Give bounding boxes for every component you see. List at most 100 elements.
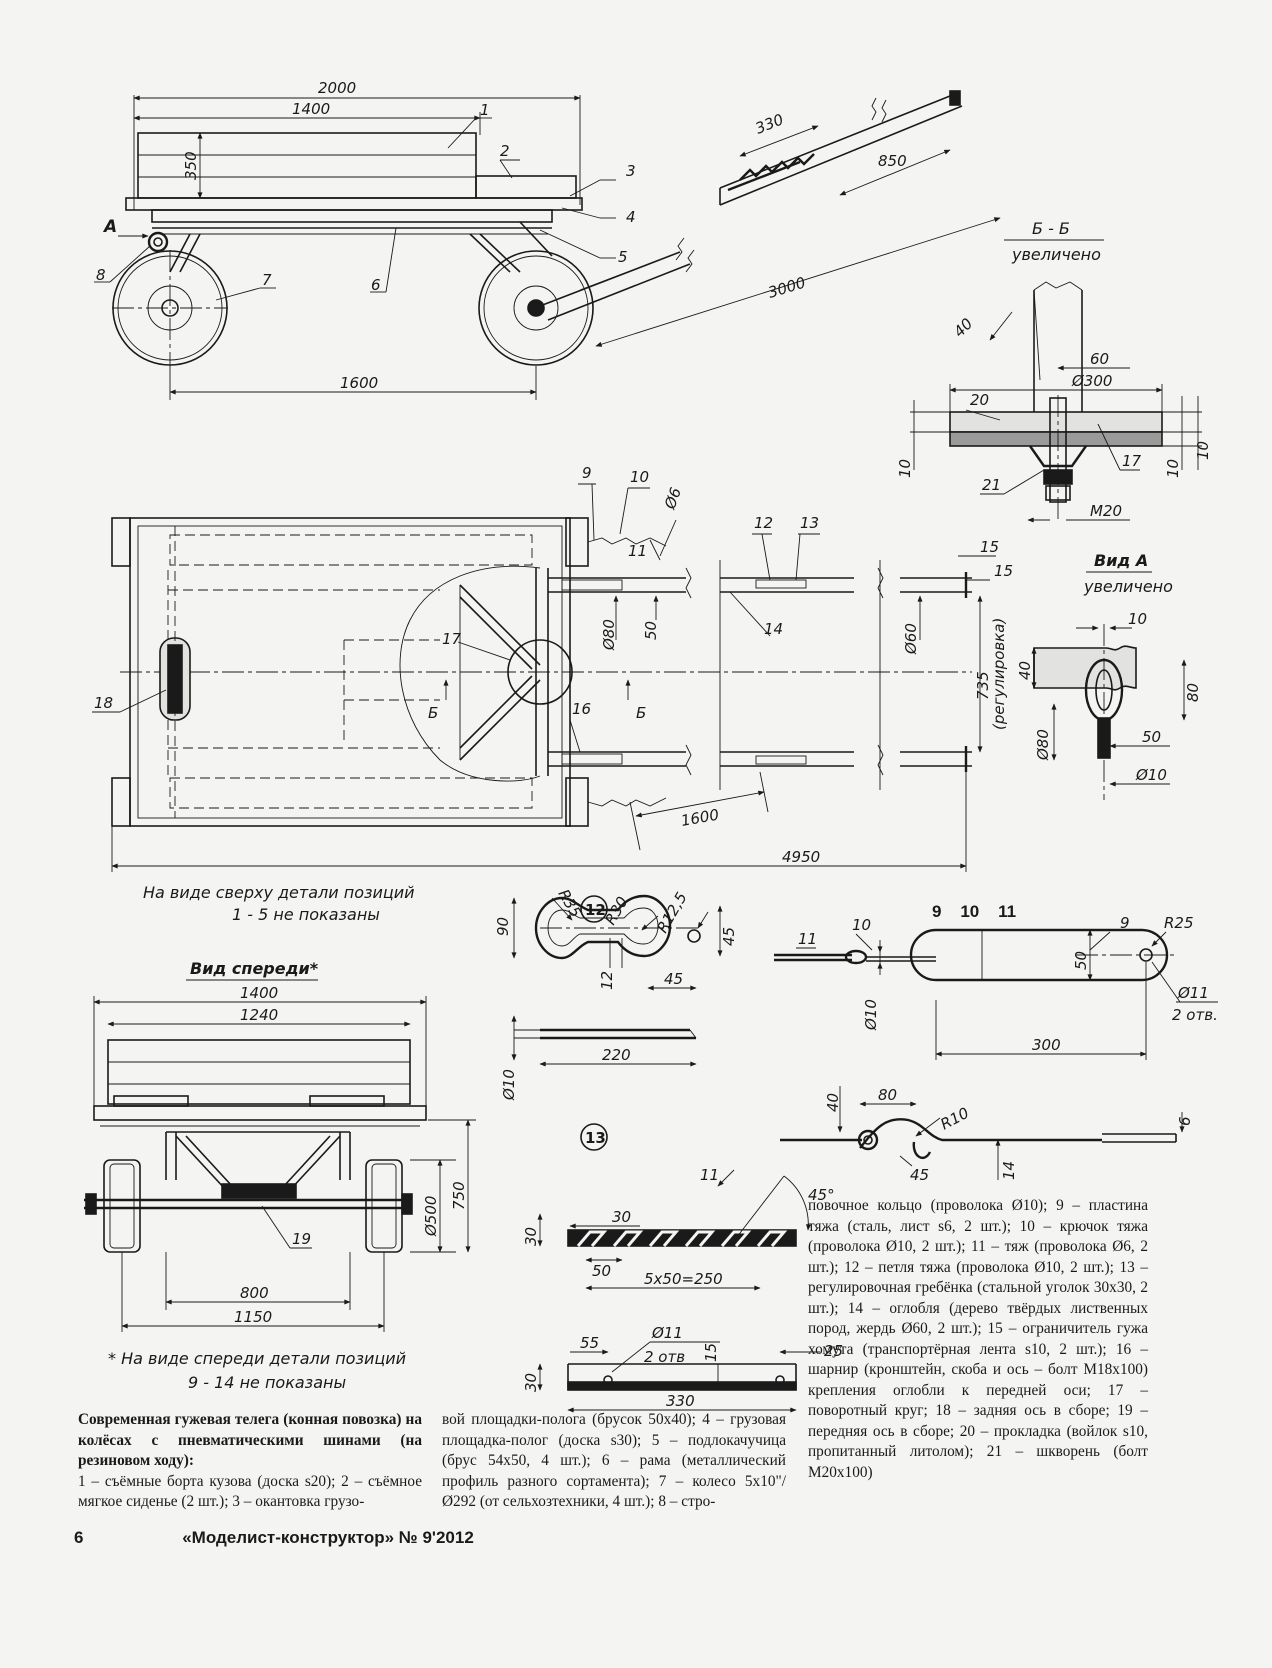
pos-5: 5: [618, 248, 628, 266]
pos-19: 19: [292, 1230, 311, 1248]
d91011-dim-d11: Ø11: [1177, 984, 1209, 1002]
detail-9-10-11: 9 10 11 11 10 9 R25 50 Ø10 300 Ø11 2 отв…: [774, 902, 1218, 1184]
section-mark-left: Б: [428, 704, 438, 722]
pos-8: 8: [96, 266, 106, 284]
caption-column-3: повочное кольцо (проволока Ø10); 9 – пла…: [808, 1196, 1148, 1483]
section-bb: Б - Б увеличено 40 60 Ø300 10 10: [896, 219, 1212, 523]
section-bb-subtitle: увеличено: [1011, 245, 1101, 264]
top-view-note-1: На виде сверху детали позиций: [143, 883, 415, 902]
caption-column-2: вой площадки-полога (брусок 50x40); 4 – …: [442, 1410, 786, 1513]
pos-17-bb: 17: [1122, 452, 1142, 470]
d91011-dim-50: 50: [1072, 951, 1090, 970]
d13-dim-11: 11: [700, 1166, 719, 1184]
top-dim-4950: 4950: [782, 848, 820, 866]
pos-10: 10: [630, 468, 649, 486]
fv-dim-800: 800: [240, 1284, 269, 1302]
va-dim-d10: Ø10: [1135, 766, 1167, 784]
fv-dim-1240: 1240: [240, 1006, 278, 1024]
detail-12: 12 90 R35 R30 R12,5 45 12 45 Ø10 220: [494, 886, 738, 1101]
d13-dim-30b: 30: [612, 1208, 631, 1226]
page-footer: 6 «Моделист-конструктор» № 9'2012: [74, 1528, 474, 1548]
d91011-r10: R10: [937, 1104, 972, 1134]
d91011-dim-45: 45: [910, 1166, 929, 1184]
d12-dim-12: 12: [598, 971, 616, 990]
d13-dim-330: 330: [666, 1392, 695, 1410]
va-dim-40: 40: [1016, 661, 1034, 680]
view-a-subtitle: увеличено: [1083, 577, 1173, 596]
detail-13: 13 11 45° 30 30 50 5x50=250 55 Ø11 2 отв…: [522, 1123, 843, 1413]
top-dim-735: 735: [974, 671, 992, 700]
d91011-dim-2otv: 2 отв.: [1172, 1006, 1218, 1024]
front-view-note-1: * На виде спереди детали позиций: [108, 1349, 406, 1368]
dim-1400: 1400: [292, 100, 330, 118]
pos-1: 1: [480, 101, 490, 119]
d12-dim-d10: Ø10: [500, 1069, 518, 1101]
d91011-dim-6: 6: [1176, 1116, 1194, 1126]
d91011-r25: R25: [1164, 914, 1194, 932]
d12-r30: R30: [601, 893, 631, 928]
va-dim-10: 10: [1128, 610, 1147, 628]
d13-dim-15: 15: [702, 1343, 720, 1362]
d91011-dim-40: 40: [824, 1093, 842, 1112]
pos-11: 11: [628, 542, 647, 560]
bb-dim-d300: Ø300: [1071, 372, 1112, 390]
top-dim-15: 15: [980, 538, 999, 556]
d12-dim-220: 220: [602, 1046, 631, 1064]
pos-18: 18: [94, 694, 113, 712]
d12-dim-45a: 45: [720, 927, 738, 946]
view-a-marker: А: [102, 217, 117, 237]
bb-dim-10-r1: 10: [1164, 459, 1182, 478]
top-dim-50: 50: [642, 621, 660, 640]
d91011-pos-10: 10: [852, 916, 871, 934]
d91011-pos-11: 11: [798, 930, 817, 948]
fv-dim-d500: Ø500: [422, 1196, 440, 1237]
dim-850: 850: [878, 152, 907, 170]
d91011-dim-14: 14: [1000, 1161, 1018, 1180]
pos-21: 21: [982, 476, 1001, 494]
front-view-note-2: 9 - 14 не показаны: [188, 1373, 346, 1392]
journal-name: «Моделист-конструктор» № 9'2012: [182, 1528, 474, 1547]
pos-14: 14: [764, 620, 783, 638]
bb-dim-40: 40: [950, 315, 976, 341]
page-number: 6: [74, 1528, 84, 1547]
top-dim-d60: Ø60: [902, 623, 920, 655]
d12-r35: R35: [554, 886, 584, 921]
top-dim-d6: Ø6: [661, 485, 686, 512]
d91011-dim-80: 80: [878, 1086, 897, 1104]
d13-dim-d11: Ø11: [651, 1324, 683, 1342]
caption-heading: Современная гужевая телега (конная повоз…: [78, 1411, 422, 1469]
top-view: Б Б Ø80 50 Ø60 735 (регулировка) 15 Ø6 4…: [92, 464, 1013, 924]
pos-17: 17: [442, 630, 462, 648]
pos-13: 13: [800, 514, 819, 532]
bb-dim-60: 60: [1090, 350, 1109, 368]
pos-12: 12: [754, 514, 773, 532]
pos-9: 9: [582, 464, 592, 482]
d13-dim-2otv: 2 отв: [644, 1348, 685, 1366]
pos-15: 15: [994, 562, 1013, 580]
d12-dim-45b: 45: [664, 970, 683, 988]
va-dim-50: 50: [1142, 728, 1161, 746]
va-dim-d80: Ø80: [1034, 729, 1052, 761]
top-dim-1600: 1600: [680, 806, 721, 830]
section-mark-right: Б: [636, 704, 646, 722]
d91011-pos-9: 9: [1120, 914, 1130, 932]
section-bb-title: Б - Б: [1032, 219, 1070, 238]
fv-dim-1400: 1400: [240, 984, 278, 1002]
caption-column-1: Современная гужевая телега (конная повоз…: [78, 1410, 422, 1513]
dim-350: 350: [182, 151, 200, 180]
view-a: Вид А увеличено 10 40 80 Ø80 50 Ø10: [1016, 551, 1202, 800]
fv-dim-1150: 1150: [234, 1308, 272, 1326]
d12-r125: R12,5: [653, 889, 691, 936]
top-view-note-2: 1 - 5 не показаны: [232, 905, 380, 924]
bb-thread-m20: M20: [1090, 502, 1122, 520]
d13-dim-5x50: 5x50=250: [644, 1270, 723, 1288]
front-view-title: Вид спереди*: [190, 959, 319, 978]
pos-4: 4: [626, 208, 636, 226]
d13-dim-45deg: 45°: [808, 1186, 835, 1204]
d91011-numbers: 9 10 11: [932, 902, 1016, 921]
dim-3000: 3000: [766, 273, 808, 301]
d91011-dim-300: 300: [1032, 1036, 1061, 1054]
dim-1600-side: 1600: [340, 374, 378, 392]
dim-330: 330: [753, 110, 786, 137]
